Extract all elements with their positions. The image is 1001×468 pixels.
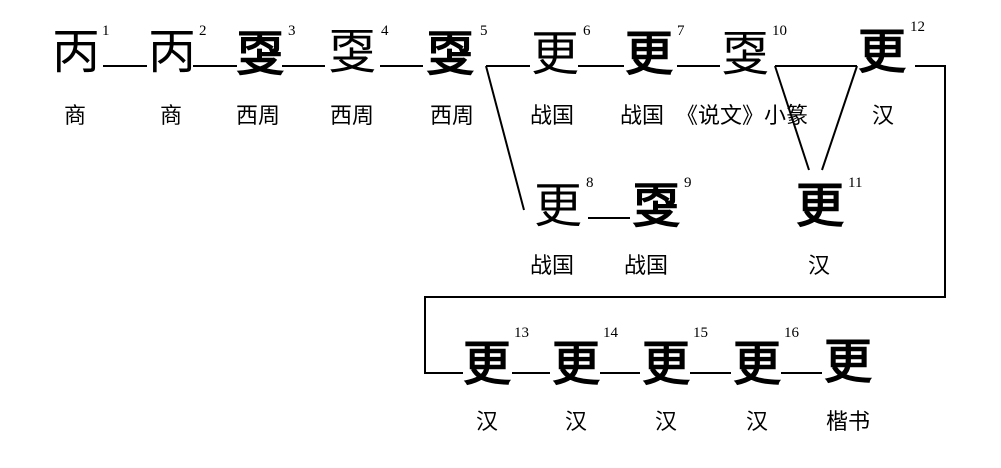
edge-12-13: [424, 65, 946, 374]
glyph-6: 更: [531, 26, 580, 82]
era-label-13: 汉: [476, 410, 499, 435]
era-label-12: 汉: [872, 104, 895, 129]
era-label-16: 汉: [746, 410, 769, 435]
number-label-2: 2: [199, 23, 207, 39]
era-label-2: 商: [160, 104, 183, 129]
glyph-3: 㪅: [236, 26, 285, 82]
era-label-8: 战国: [530, 254, 575, 279]
era-label-kaishu: 楷书: [826, 410, 871, 435]
number-label-14: 14: [603, 325, 618, 341]
era-label-3: 西周: [236, 104, 281, 129]
era-label-6: 战国: [530, 104, 575, 129]
glyph-15: 更: [642, 336, 691, 392]
edge-5-8: [485, 65, 525, 211]
glyph-12: 更: [858, 24, 907, 80]
number-label-3: 3: [288, 23, 296, 39]
era-label-1: 商: [64, 104, 87, 129]
number-label-15: 15: [693, 325, 708, 341]
number-label-4: 4: [381, 23, 389, 39]
era-label-9: 战国: [624, 254, 669, 279]
glyph-9: 㪅: [632, 178, 681, 234]
era-label-4: 西周: [330, 104, 375, 129]
era-label-14: 汉: [565, 410, 588, 435]
glyph-7: 更: [625, 26, 674, 82]
number-label-16: 16: [784, 325, 799, 341]
glyph-10: 㪅: [721, 26, 770, 82]
era-label-11: 汉: [808, 254, 831, 279]
glyph-4: 㪅: [328, 24, 377, 80]
era-label-10: 《说文》小篆: [676, 104, 809, 129]
glyph-1: 丙: [52, 24, 101, 80]
number-label-7: 7: [677, 23, 685, 39]
number-label-5: 5: [480, 23, 488, 39]
era-label-5: 西周: [430, 104, 475, 129]
glyph-13: 更: [463, 336, 512, 392]
glyph-16: 更: [733, 336, 782, 392]
era-label-7: 战国: [620, 104, 665, 129]
number-label-12: 12: [910, 19, 925, 35]
glyph-11: 更: [796, 178, 845, 234]
glyph-8: 更: [534, 178, 583, 234]
number-label-10: 10: [772, 23, 787, 39]
number-label-8: 8: [586, 175, 594, 191]
glyph-kaishu: 更: [824, 334, 873, 390]
glyph-5: 㪅: [426, 26, 475, 82]
number-label-13: 13: [514, 325, 529, 341]
era-label-15: 汉: [655, 410, 678, 435]
number-label-6: 6: [583, 23, 591, 39]
number-label-1: 1: [102, 23, 110, 39]
number-label-11: 11: [848, 175, 863, 191]
number-label-9: 9: [684, 175, 692, 191]
glyph-2: 丙: [148, 24, 197, 80]
edge-10-11: [774, 65, 810, 171]
edge-12-11: [821, 65, 858, 171]
glyph-14: 更: [552, 336, 601, 392]
